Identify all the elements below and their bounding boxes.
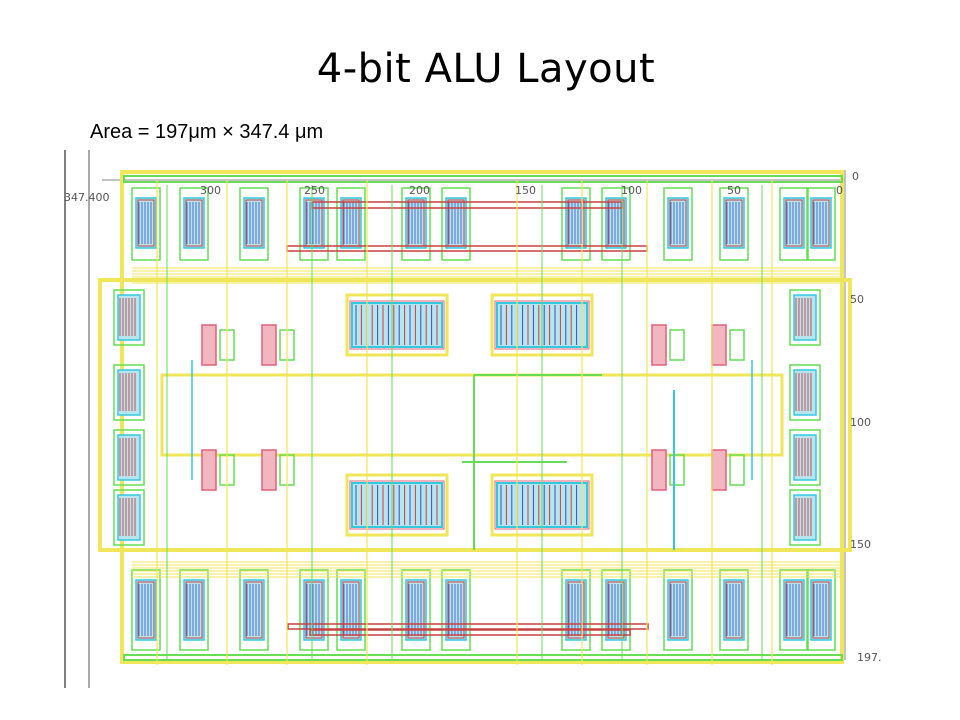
adder-diffusion xyxy=(351,482,443,528)
chip-layout-group xyxy=(98,170,852,665)
cell-outline xyxy=(401,569,431,651)
top-ruler-label: 300 xyxy=(200,184,221,197)
poly-gate xyxy=(245,581,263,639)
cell-outline xyxy=(299,187,329,261)
side-cell-outline xyxy=(789,289,821,346)
cell-outline xyxy=(131,187,161,261)
poly-gate xyxy=(607,581,625,639)
top-ruler-label: 250 xyxy=(304,184,325,197)
side-cell-outline xyxy=(113,364,145,421)
cell-outline xyxy=(239,569,269,651)
cell-outline xyxy=(336,187,366,261)
poly-gate xyxy=(812,199,830,247)
cell-outline xyxy=(299,569,329,651)
logic-cell xyxy=(261,449,277,491)
adder-block-outline xyxy=(345,293,449,357)
right-ruler-label: 150 xyxy=(850,538,871,551)
cell-outline xyxy=(561,187,591,261)
top-ruler-label: 50 xyxy=(727,184,741,197)
logic-cell-wire xyxy=(669,454,685,486)
side-cell-outline xyxy=(789,364,821,421)
cell-outline xyxy=(131,569,161,651)
logic-cell xyxy=(651,324,667,366)
right-ruler-label: 100 xyxy=(850,416,871,429)
chip-outline-outer xyxy=(120,170,844,664)
logic-cell xyxy=(201,324,217,366)
cell-outline xyxy=(179,187,209,261)
cell-outline xyxy=(719,187,749,261)
cell-outline xyxy=(239,187,269,261)
logic-cell xyxy=(711,324,727,366)
cell-outline xyxy=(663,187,693,261)
cell-outline xyxy=(806,569,836,651)
logic-cell-wire xyxy=(729,329,745,361)
cell-outline xyxy=(601,569,631,651)
layout-drawing xyxy=(64,150,852,688)
cell-outline xyxy=(601,187,631,261)
poly-gate xyxy=(812,581,830,639)
side-cell-outline xyxy=(789,489,821,546)
logic-cell xyxy=(711,449,727,491)
cell-outline xyxy=(336,569,366,651)
logic-cell-wire xyxy=(729,454,745,486)
logic-cell xyxy=(261,324,277,366)
logic-cell xyxy=(651,449,667,491)
poly-gate xyxy=(305,581,323,639)
cell-outline xyxy=(663,569,693,651)
poly-gate xyxy=(137,199,155,247)
poly-gate xyxy=(185,199,203,247)
right-ruler-label: 197. xyxy=(857,651,882,664)
area-caption: Area = 197μm × 347.4 μm xyxy=(90,121,324,143)
poly-gate xyxy=(567,581,585,639)
adder-well xyxy=(349,480,445,530)
top-ruler-label: 0 xyxy=(836,184,843,197)
poly-gate xyxy=(137,581,155,639)
poly-gate xyxy=(447,581,465,639)
poly-gate xyxy=(245,199,263,247)
side-cell-outline xyxy=(113,429,145,486)
left-ruler-label: 347.400 xyxy=(64,191,110,204)
alu-layout-view: 347.400 300 250 200 150 100 50 0 0 50 10… xyxy=(62,150,900,688)
center-channel xyxy=(160,373,784,457)
bottom-bus xyxy=(123,654,843,661)
side-cell-outline xyxy=(113,489,145,546)
adder-diffusion xyxy=(351,302,443,348)
side-cell-outline xyxy=(789,429,821,486)
cell-outline xyxy=(806,187,836,261)
cell-outline xyxy=(779,187,809,261)
long-poly-wire-bottom2 xyxy=(309,629,631,636)
cell-outline xyxy=(719,569,749,651)
top-bus xyxy=(123,175,843,183)
adder-block-outline xyxy=(345,473,449,537)
poly-gate xyxy=(669,581,687,639)
slide-title: 4-bit ALU Layout xyxy=(316,46,656,92)
poly-gate xyxy=(785,581,803,639)
right-ruler-label: 0 xyxy=(852,170,859,183)
poly-gate xyxy=(725,581,743,639)
poly-gate xyxy=(785,199,803,247)
poly-gate xyxy=(725,199,743,247)
logic-cell xyxy=(201,449,217,491)
long-poly-wire-bottom xyxy=(287,623,649,630)
cell-outline xyxy=(441,569,471,651)
side-cell-outline xyxy=(113,289,145,346)
poly-gate xyxy=(185,581,203,639)
cell-outline xyxy=(441,187,471,261)
logic-cell-wire xyxy=(669,329,685,361)
cell-outline xyxy=(561,569,591,651)
poly-gate xyxy=(407,581,425,639)
top-ruler-label: 100 xyxy=(621,184,642,197)
adder-well xyxy=(349,300,445,350)
right-ruler-label: 50 xyxy=(850,293,864,306)
cell-outline xyxy=(401,187,431,261)
top-ruler-label: 150 xyxy=(515,184,536,197)
poly-gate xyxy=(342,581,360,639)
poly-gate xyxy=(669,199,687,247)
cell-outline xyxy=(179,569,209,651)
cell-outline xyxy=(779,569,809,651)
top-ruler-label: 200 xyxy=(409,184,430,197)
